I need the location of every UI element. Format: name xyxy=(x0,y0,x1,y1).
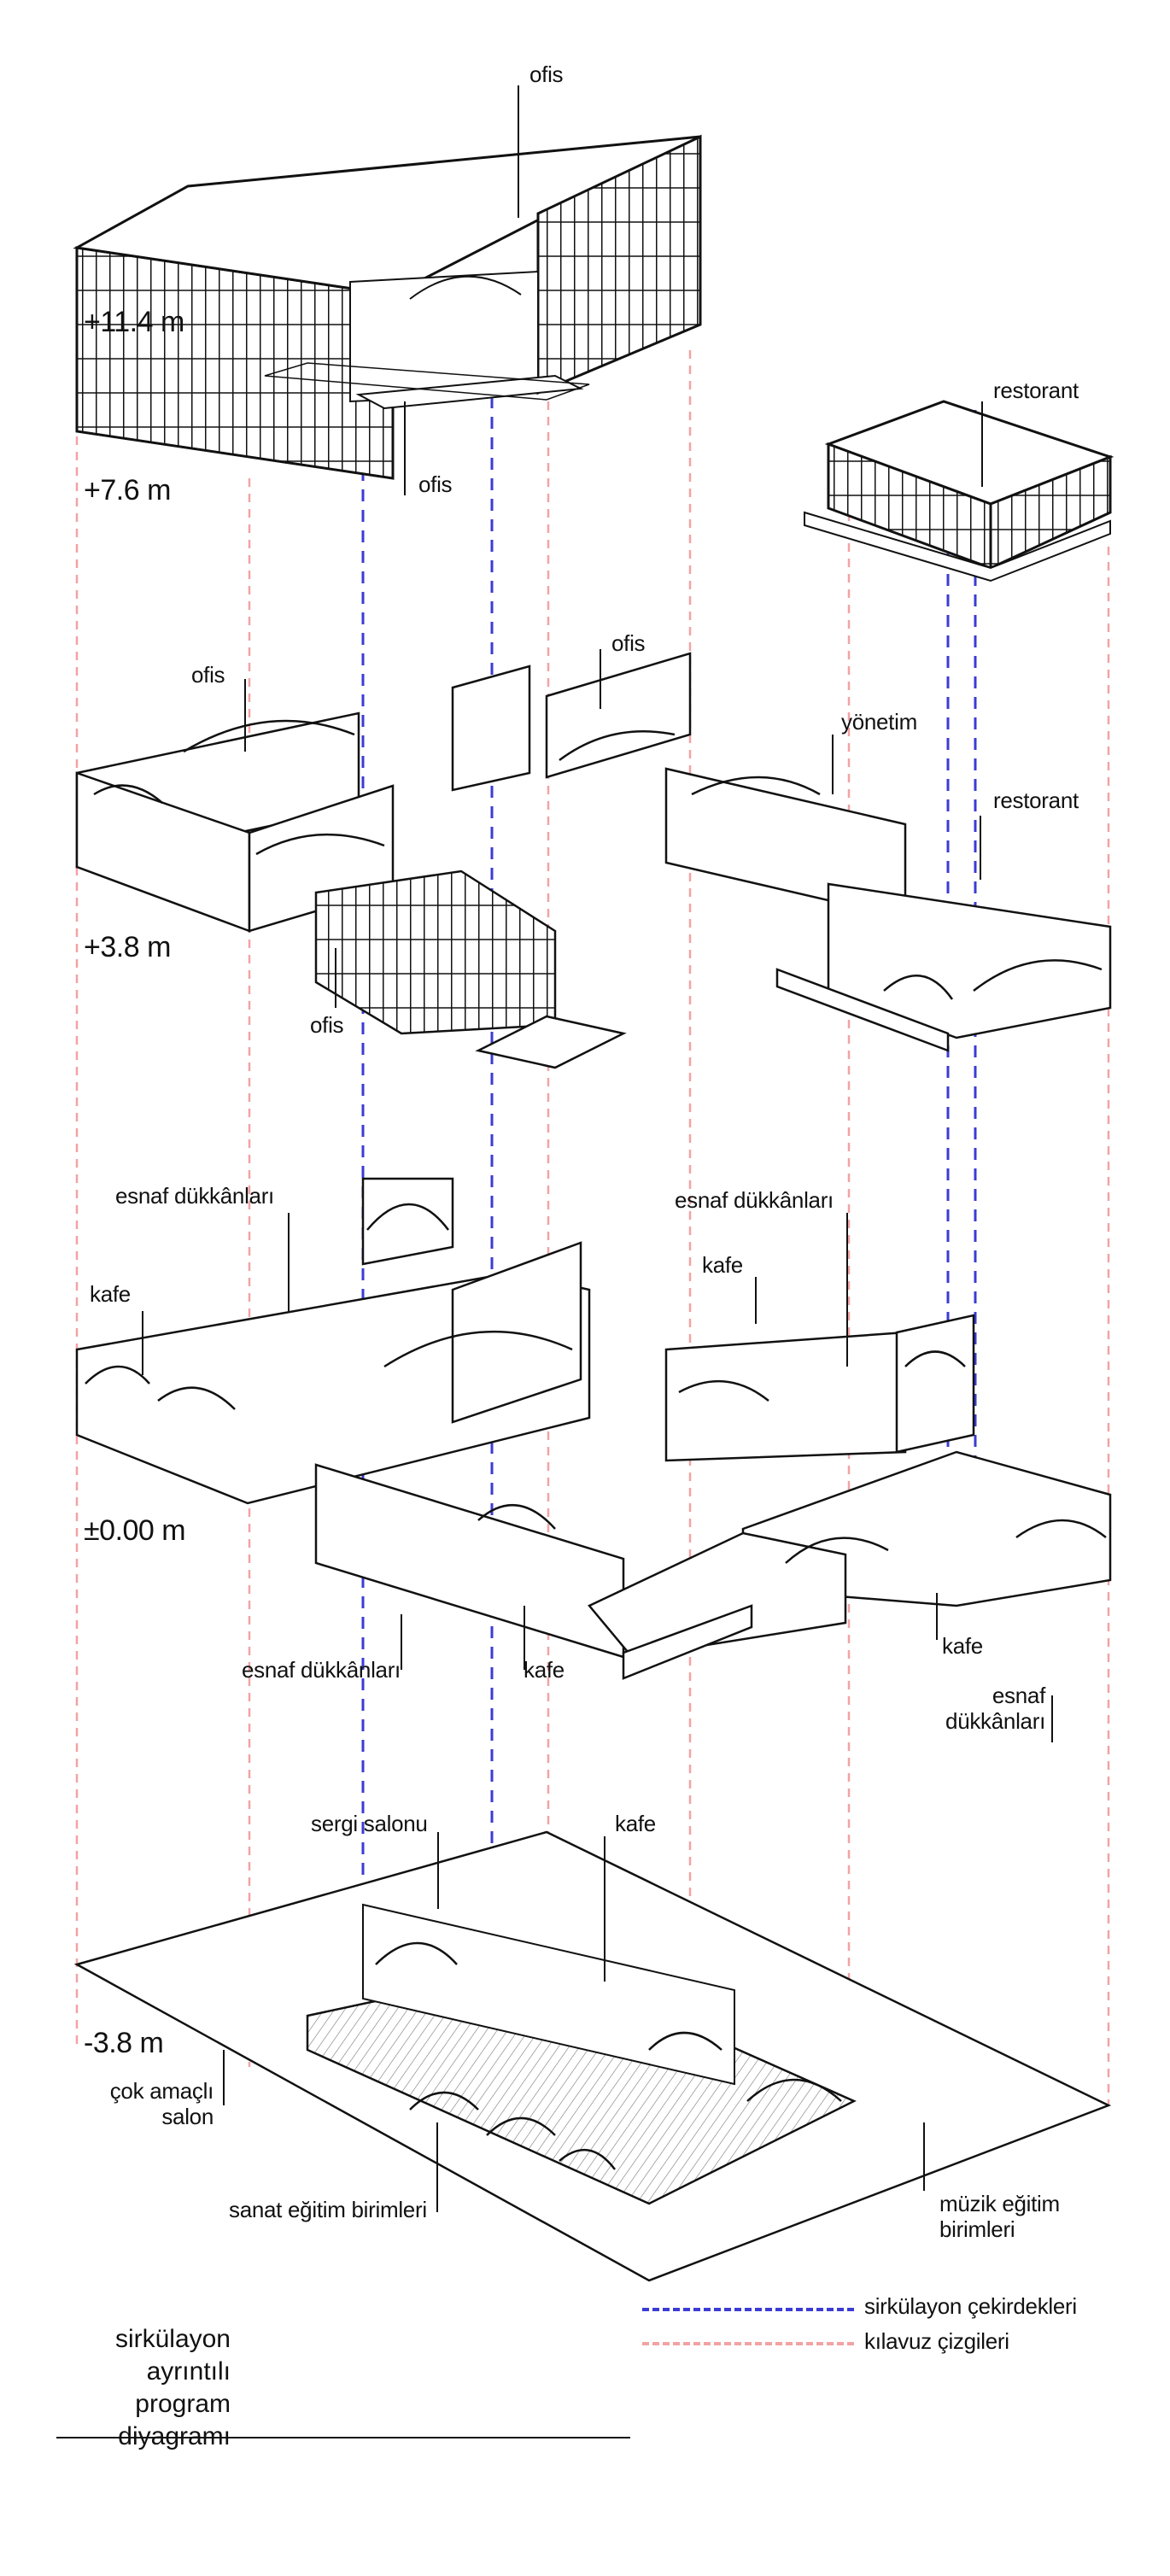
label-sergi-salonu: sergi salonu xyxy=(311,1811,428,1836)
label-kafe-3: kafe xyxy=(524,1657,565,1683)
level-label-11-4: +11.4 m xyxy=(84,306,184,338)
label-muzik-line2: birimleri xyxy=(939,2216,1015,2242)
label-kafe-2: kafe xyxy=(702,1252,743,1278)
legend-guides-label: kılavuz çizgileri xyxy=(864,2328,1009,2354)
label-esnaf-3: esnaf dükkânları xyxy=(242,1657,401,1683)
legend-circulation-label: sirkülayon çekirdekleri xyxy=(864,2293,1077,2319)
label-esnaf-1: esnaf dükkânları xyxy=(115,1183,274,1209)
label-restorant-top: restorant xyxy=(993,378,1079,403)
label-esnaf-4-line1: esnaf xyxy=(992,1683,1045,1708)
label-esnaf-2: esnaf dükkânları xyxy=(675,1187,834,1213)
label-ofis-3-8-mid: ofis xyxy=(611,630,646,656)
level-minus-3-8-plan xyxy=(73,1830,1112,2282)
level-0-00-plan xyxy=(75,1177,1112,1680)
leader-lines xyxy=(142,85,1053,2212)
level-label-7-6: +7.6 m xyxy=(84,474,171,506)
guide-lines xyxy=(75,350,1110,2105)
title-line1: sirkülayon xyxy=(114,2325,231,2353)
circulation-cores xyxy=(361,346,977,2016)
title-underline xyxy=(56,2437,630,2438)
label-esnaf-4-line2: dükkânları xyxy=(945,1708,1045,1734)
title-line2: ayrıntılı program xyxy=(135,2357,231,2418)
diagram-title: sirkülayon ayrıntılı program diyagramı xyxy=(77,2323,231,2453)
label-kafe-1: kafe xyxy=(90,1281,131,1307)
level-3-8-plan xyxy=(75,652,1112,1069)
label-sanat-egitim: sanat eğitim birimleri xyxy=(229,2197,427,2222)
title-line3: diyagramı xyxy=(118,2422,231,2450)
label-muzik-egitim: müzik eğitim birimleri xyxy=(939,2191,1110,2242)
office-block-top xyxy=(73,134,702,480)
label-esnaf-4: esnaf dükkânları xyxy=(931,1683,1045,1734)
label-muzik-line1: müzik eğitim xyxy=(939,2191,1060,2216)
label-ofis-top: ofis xyxy=(529,61,564,87)
legend-circulation-swatch xyxy=(642,2308,854,2311)
label-restorant-3-8: restorant xyxy=(993,787,1079,813)
label-cok-amacli-salon: çok amaçlı salon xyxy=(68,2078,214,2129)
label-kafe-5: kafe xyxy=(615,1811,656,1836)
label-ofis-3-8-low: ofis xyxy=(310,1012,344,1038)
level-label-minus-3-8: -3.8 m xyxy=(84,2027,164,2059)
label-yonetim: yönetim xyxy=(841,709,917,735)
label-kafe-4: kafe xyxy=(942,1633,983,1659)
label-ofis-3-8-left: ofis xyxy=(191,662,225,688)
label-cok-line1: çok amaçlı xyxy=(109,2078,214,2104)
level-label-0-00: ±0.00 m xyxy=(84,1514,186,1547)
level-label-3-8: +3.8 m xyxy=(84,931,171,963)
label-cok-line2: salon xyxy=(161,2104,214,2129)
restaurant-block-top xyxy=(804,400,1114,583)
legend-guides-swatch xyxy=(642,2342,854,2345)
label-ofis-7-6: ofis xyxy=(418,471,453,497)
